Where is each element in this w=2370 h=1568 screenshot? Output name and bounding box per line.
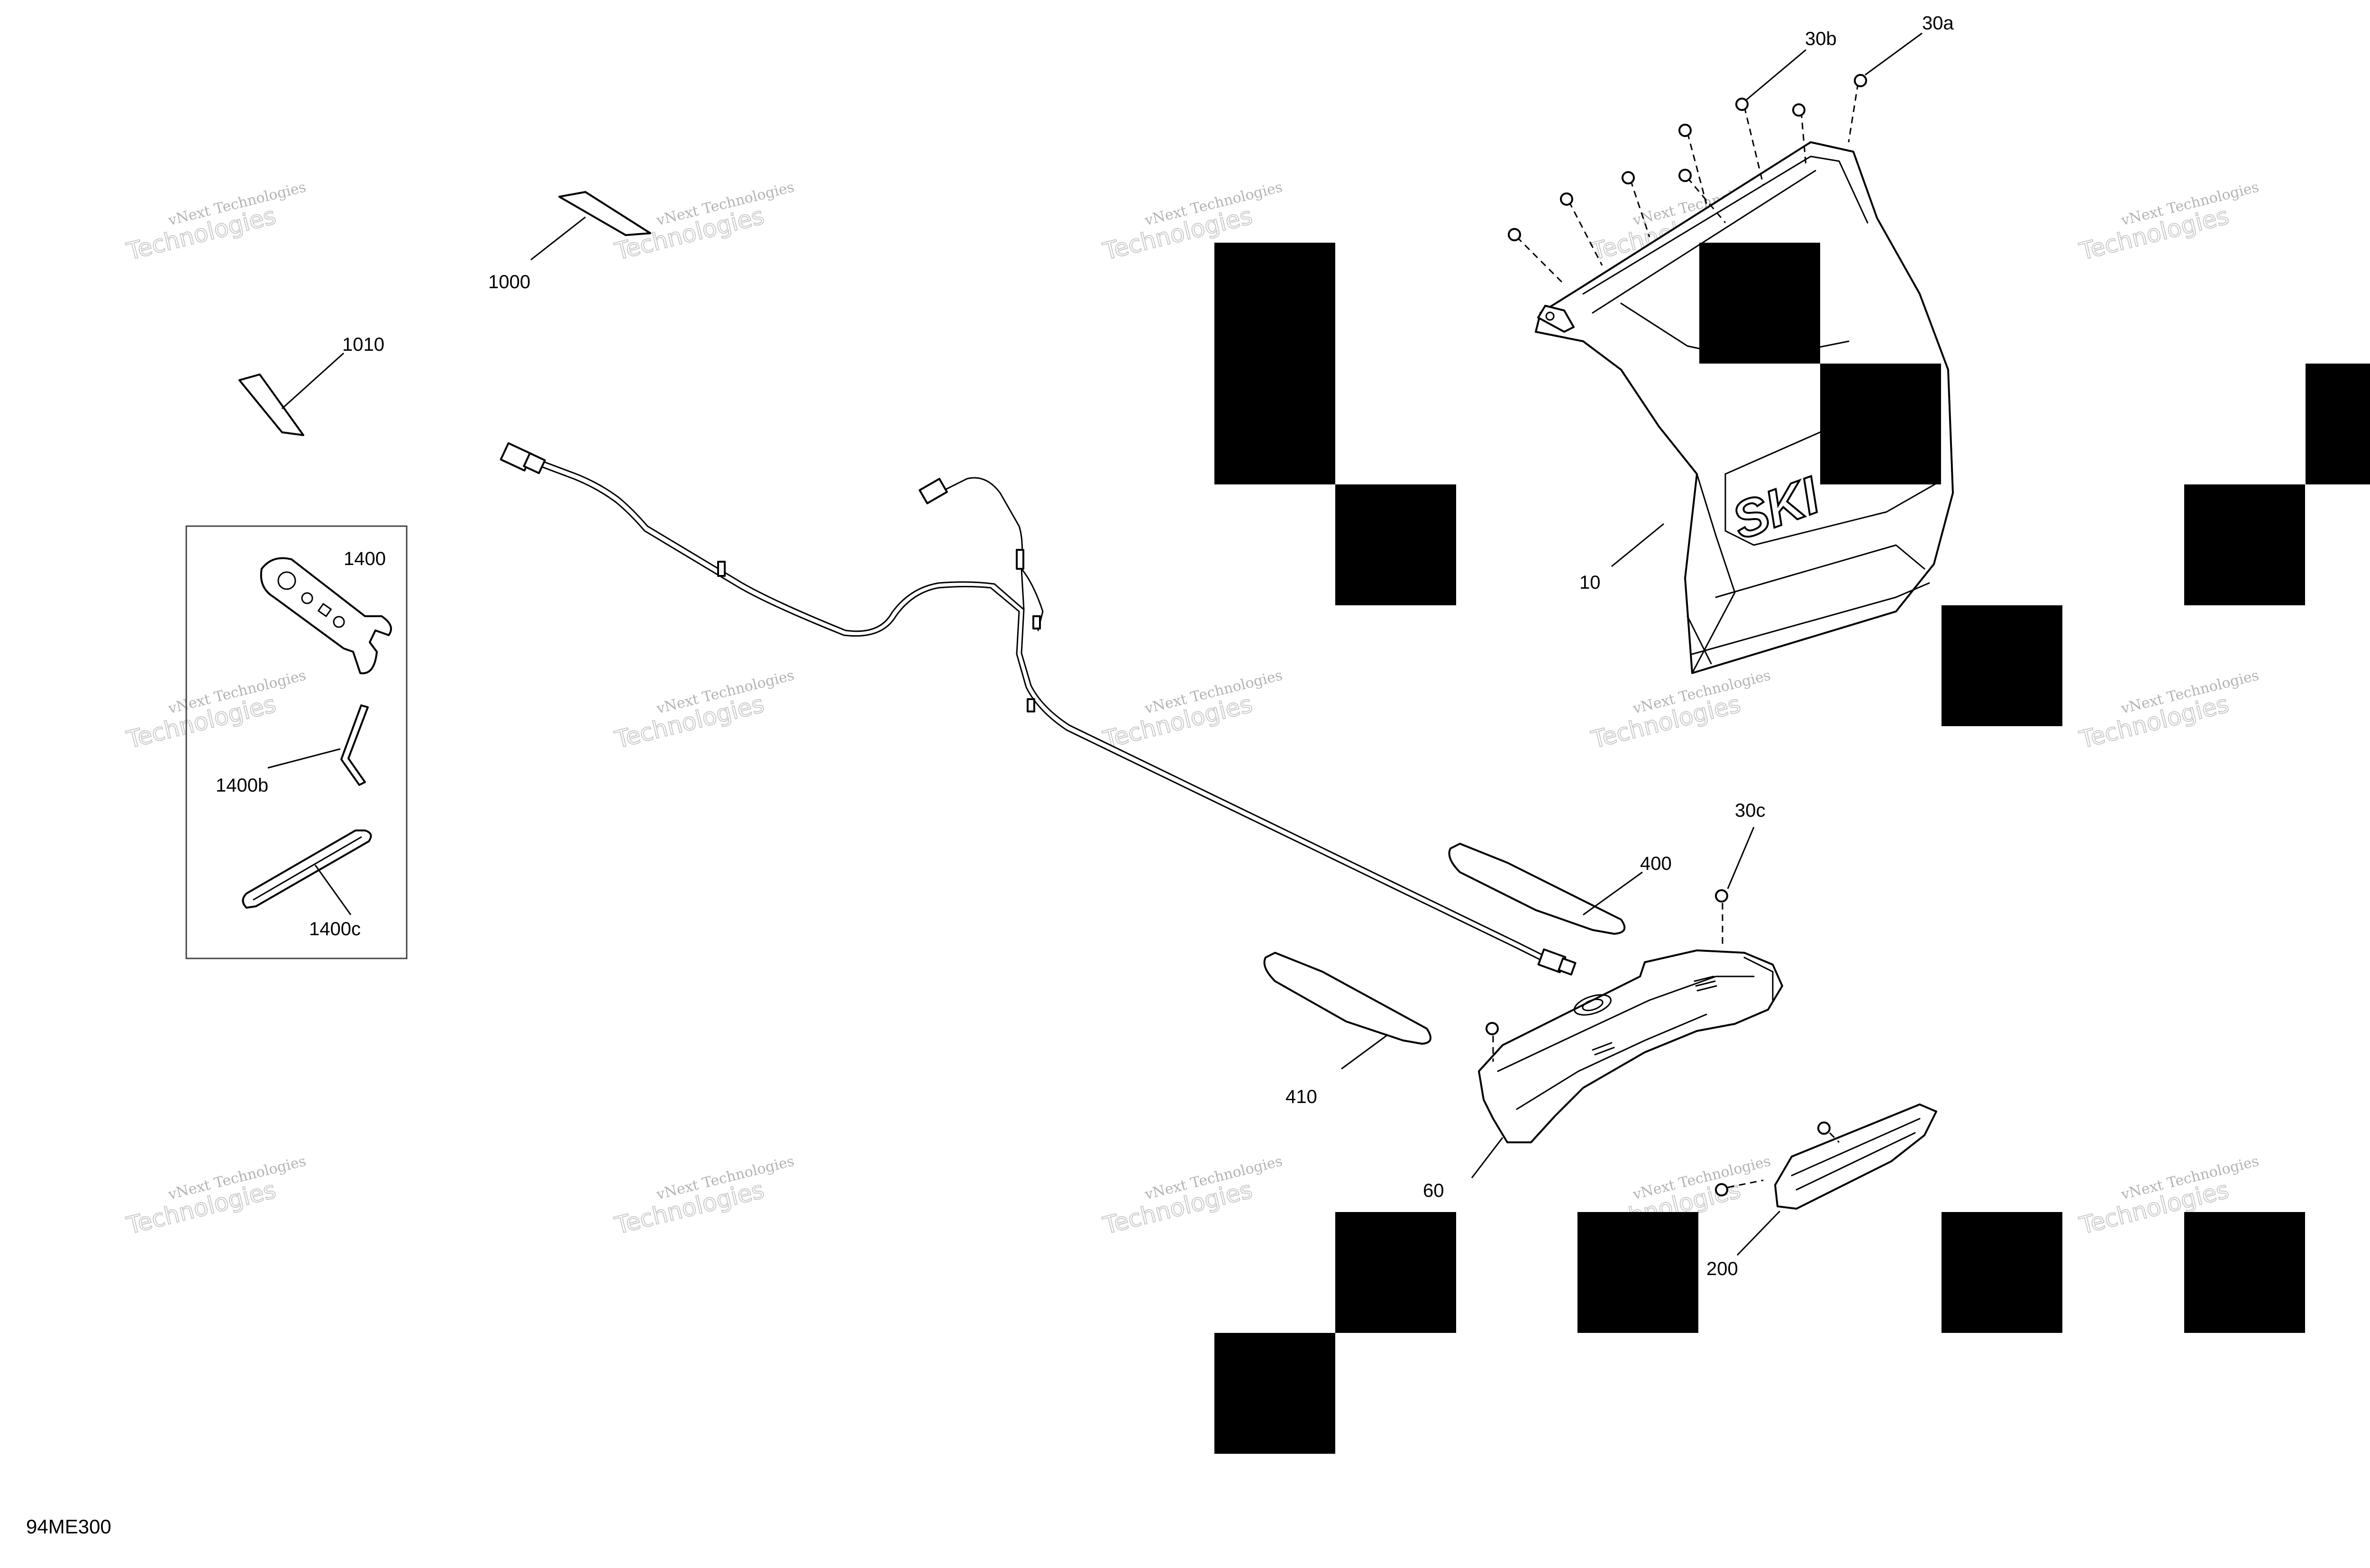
svg-text:30b: 30b xyxy=(1805,28,1837,49)
watermark: Technologies vNext Technologies xyxy=(1588,667,1772,754)
watermark: Technologies vNext Technologies xyxy=(123,1153,308,1240)
svg-text:60: 60 xyxy=(1423,1180,1444,1201)
redaction-blocks xyxy=(1214,243,2370,1454)
watermark: Technologies vNext Technologies xyxy=(2076,667,2261,754)
watermark: Technologies vNext Technologies xyxy=(611,667,796,754)
wrench-1400: 1400 xyxy=(260,548,392,675)
svg-text:1010: 1010 xyxy=(342,334,384,355)
watermark: Technologies vNext Technologies xyxy=(1100,1153,1284,1240)
svg-text:1400: 1400 xyxy=(344,548,386,569)
reflector-400: 400 xyxy=(1448,843,1672,935)
svg-text:1400b: 1400b xyxy=(216,775,268,796)
strap-1400c: 1400c xyxy=(242,830,372,939)
svg-text:30a: 30a xyxy=(1922,13,1954,34)
svg-text:1400c: 1400c xyxy=(309,919,361,939)
housing-60: 60 xyxy=(1423,889,1783,1201)
svg-text:200: 200 xyxy=(1706,1258,1738,1279)
callout-30b: 30b xyxy=(1746,28,1837,100)
tool-kit-box: 1400 1400b 1400c xyxy=(185,525,408,959)
svg-text:30c: 30c xyxy=(1735,800,1766,821)
svg-text:410: 410 xyxy=(1285,1086,1317,1107)
svg-text:10: 10 xyxy=(1579,572,1601,593)
decal-1000: 1000 xyxy=(488,191,651,292)
callout-30c: 30c xyxy=(1727,800,1766,889)
watermark: Technologies vNext Technologies xyxy=(123,179,308,266)
watermark: Technologies vNext Technologies xyxy=(611,179,796,266)
watermark: Technologies vNext Technologies xyxy=(123,667,308,754)
svg-text:400: 400 xyxy=(1640,853,1672,874)
reflector-410: 410 xyxy=(1263,952,1431,1107)
side-panel-10: SKI 10 xyxy=(1508,74,1954,674)
watermark: Technologies vNext Technologies xyxy=(1100,667,1284,754)
decal-1010: 1010 xyxy=(238,334,384,436)
svg-text:1000: 1000 xyxy=(488,272,530,292)
watermark: Technologies vNext Technologies xyxy=(611,1153,796,1240)
callout-30a: 30a xyxy=(1865,13,1954,76)
wire-harness xyxy=(500,442,1577,976)
watermark: Technologies vNext Technologies xyxy=(2076,179,2261,266)
light-panel-200: 200 xyxy=(1706,1103,1937,1279)
diagram-code: 94ME300 xyxy=(26,1515,111,1538)
hex-key-1400b: 1400b xyxy=(216,704,369,796)
